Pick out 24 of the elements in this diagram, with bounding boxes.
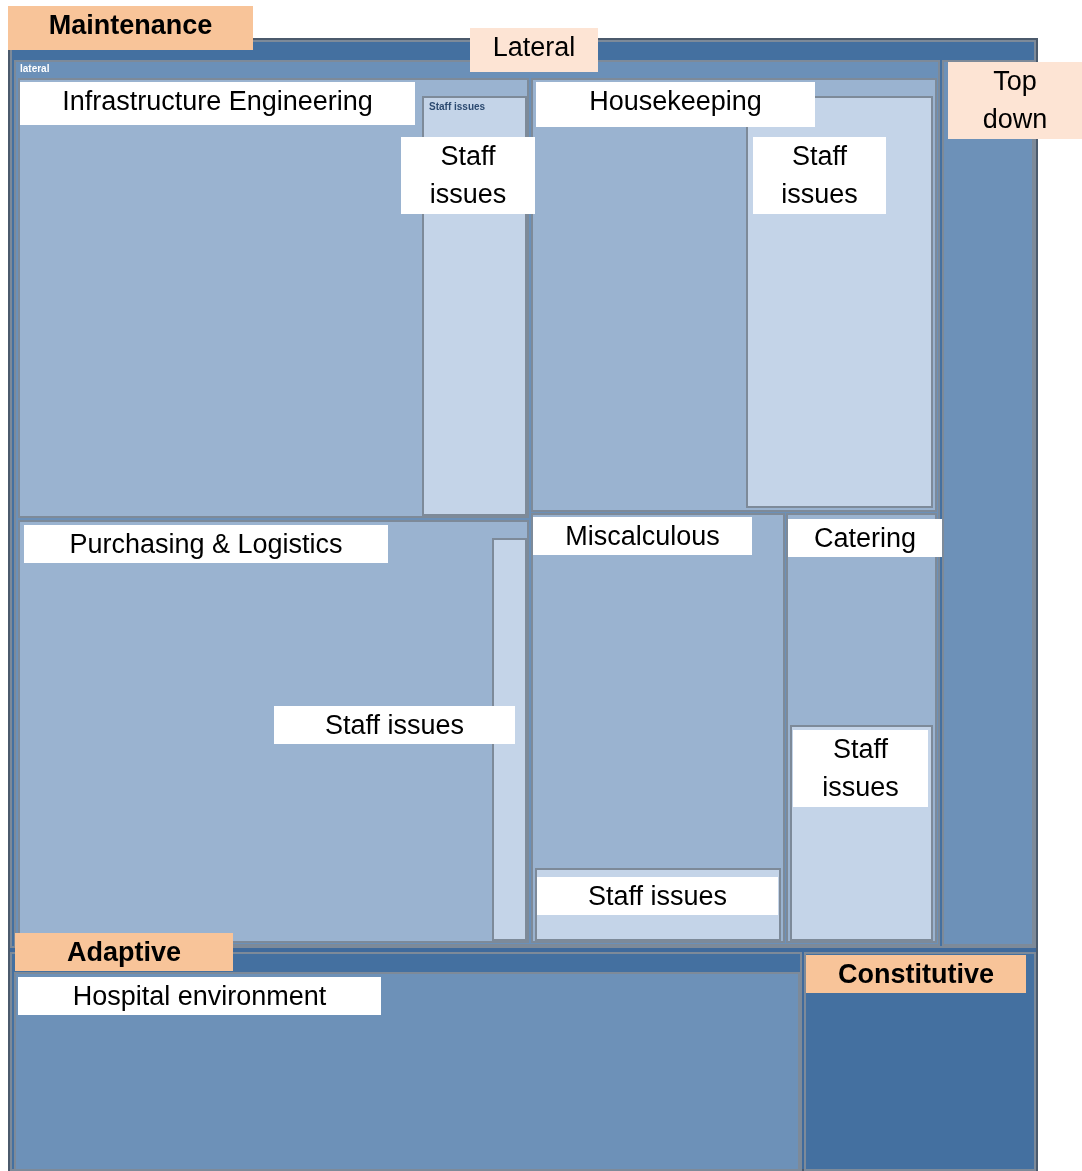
tile-label: Staff issues — [753, 137, 886, 214]
treemap-tile — [535, 868, 781, 941]
tile-label: Staff issues — [401, 137, 535, 214]
tile-label: Purchasing & Logistics — [24, 525, 388, 564]
tile-caption: Staff issues — [429, 101, 486, 112]
tile-label: Lateral — [470, 28, 598, 72]
tile-label: Housekeeping — [536, 82, 815, 127]
treemap-tile — [531, 78, 937, 512]
tile-label: Top down — [948, 62, 1082, 139]
tile-label: Staff issues — [537, 877, 778, 916]
tile-label: Infrastructure Engineering — [20, 82, 415, 125]
tile-label: Miscalculous — [533, 517, 752, 556]
treemap-tile — [790, 725, 933, 941]
tile-label: Hospital environment — [18, 977, 381, 1016]
tile-label: Staff issues — [793, 730, 928, 807]
tile-caption: lateral — [20, 63, 50, 74]
tile-label: Staff issues — [274, 706, 515, 745]
tile-label: Catering — [788, 519, 942, 558]
tile-label: Adaptive — [15, 933, 233, 972]
treemap-tile — [531, 513, 785, 943]
tile-label: Constitutive — [806, 955, 1026, 994]
tile-label: Maintenance — [8, 6, 253, 50]
treemap-tile — [18, 520, 529, 943]
treemap-tile — [804, 952, 1036, 1171]
